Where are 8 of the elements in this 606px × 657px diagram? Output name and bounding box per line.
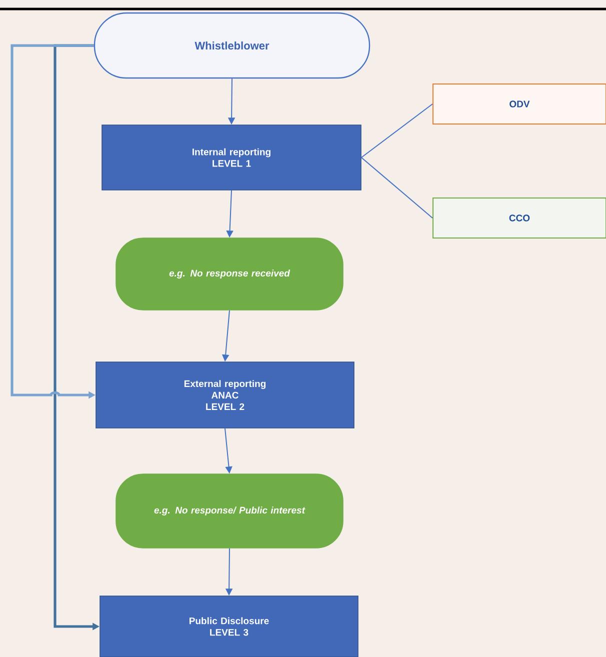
- organ-box: ODV: [432, 84, 606, 124]
- start-terminal: Whistleblower: [94, 12, 370, 79]
- condition-pill: e.g. No response received: [116, 238, 344, 310]
- condition-pill: e.g. No response/ Public interest: [116, 474, 344, 548]
- process-box: Internal reporting LEVEL 1: [102, 124, 362, 190]
- organ-box: CCO: [432, 198, 606, 238]
- process-box: External reporting ANAC LEVEL 2: [96, 362, 354, 428]
- process-box: Public Disclosure LEVEL 3: [100, 596, 358, 657]
